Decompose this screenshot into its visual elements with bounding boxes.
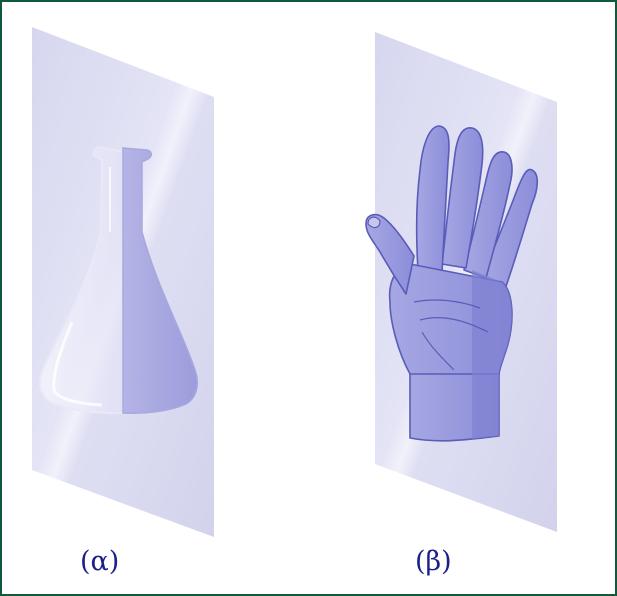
panel-label-b: (β) bbox=[415, 548, 452, 575]
panel-label-a: (α) bbox=[80, 548, 119, 575]
